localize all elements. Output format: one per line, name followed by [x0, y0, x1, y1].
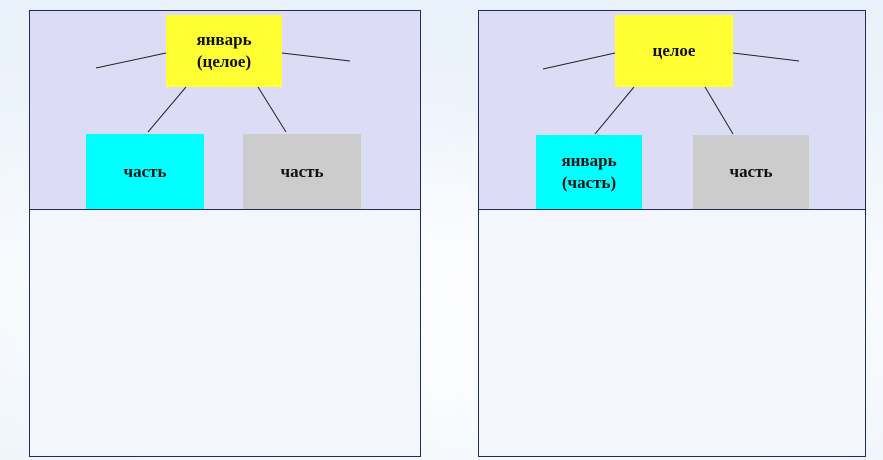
right-left-child-label: январь [561, 151, 617, 170]
left-diagram-panel: январь (целое) часть часть [29, 10, 421, 457]
right-right-child-label: часть [729, 162, 773, 181]
left-child-box-cyan: часть [86, 134, 204, 209]
left-decor-line-left [95, 52, 167, 69]
left-root-box: январь (целое) [166, 15, 282, 87]
right-left-child-sublabel: (часть) [561, 173, 617, 192]
left-root-sublabel: (целое) [196, 52, 252, 71]
right-connector-to-left-child [594, 86, 635, 135]
right-root-box: целое [615, 15, 733, 87]
left-connector-lines [95, 52, 351, 133]
right-decor-line-right [732, 52, 800, 62]
right-grey-child-box: часть [693, 135, 809, 209]
right-child-label: часть [280, 161, 324, 181]
left-child-label: часть [123, 161, 167, 181]
left-connector-to-right-child [257, 86, 287, 133]
left-root-label: январь [196, 30, 252, 49]
right-root-label: целое [652, 41, 696, 60]
left-decor-line-right [281, 52, 351, 62]
right-child-box-cyan: январь (часть) [536, 135, 642, 209]
right-diagram-panel: целое январь (часть) часть [478, 10, 866, 457]
right-connector-lines [542, 52, 800, 135]
right-decor-line-left [542, 52, 616, 70]
right-connector-to-right-child [704, 86, 734, 135]
left-connector-to-left-child [147, 86, 187, 133]
right-child-box-grey: часть [243, 134, 361, 209]
